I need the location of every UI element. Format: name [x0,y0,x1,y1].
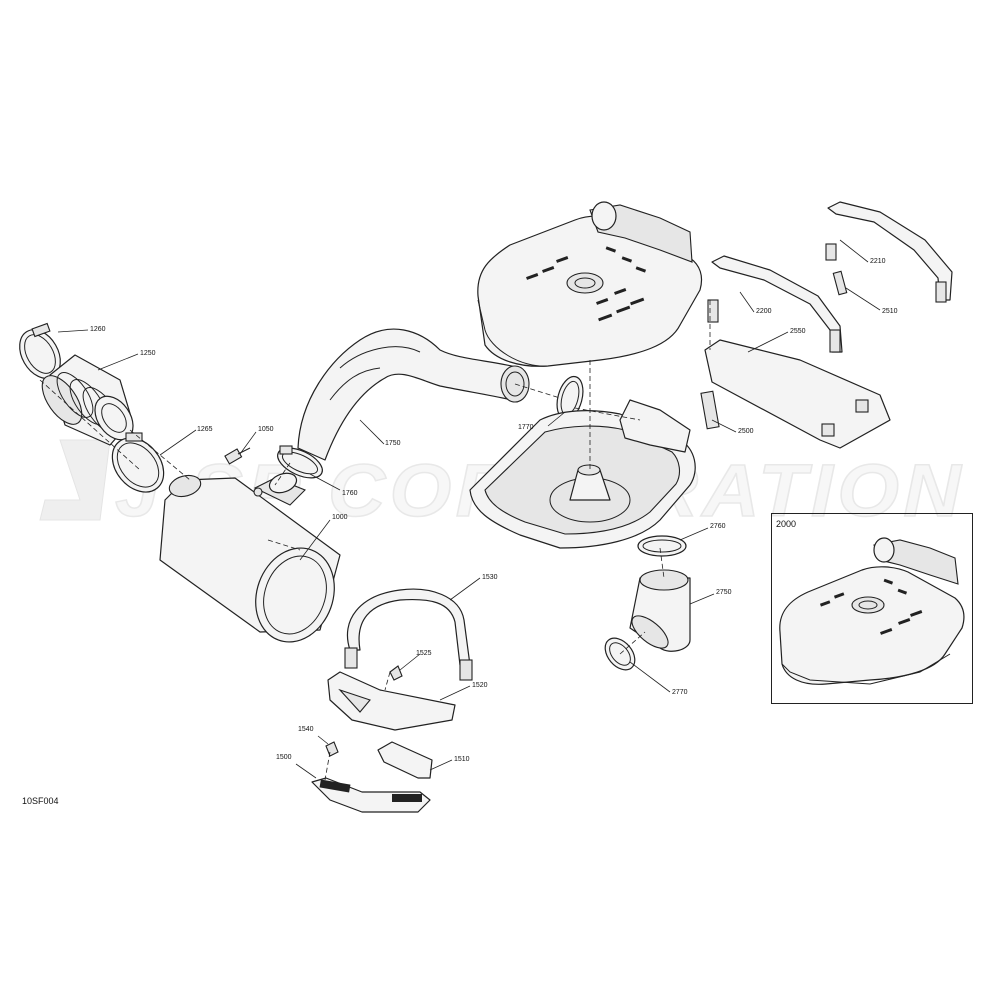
callout-2500: 2500 [738,428,754,435]
bracket-2510 [832,270,848,296]
callout-2750: 2750 [716,589,732,596]
inset-title: 2000 [776,519,797,529]
callout-1050: 1050 [258,426,274,433]
clamp-1760 [277,445,323,479]
heat-shield-2550 [704,339,891,449]
callout-1000: 1000 [332,514,348,521]
callout-1520: 1520 [472,682,488,689]
mount-plate-1520 [327,671,456,731]
callout-leaders [57,239,881,779]
callout-2210: 2210 [870,258,886,265]
callout-1530: 1530 [482,574,498,581]
callout-2510: 2510 [882,308,898,315]
bracket-2500 [700,390,720,430]
base-plate-1500 [311,777,431,813]
intake-boot-1250 [41,354,134,446]
inset-airbox-assembly [779,537,965,685]
callout-1760: 1760 [342,490,358,497]
inset-frame: 2000 [771,513,973,704]
strap-2200 [707,255,843,353]
callout-1265: 1265 [197,426,213,433]
airbox-base [469,399,696,549]
callout-1540: 1540 [298,726,314,733]
callout-1250: 1250 [140,350,156,357]
figure-id: 10SF004 [22,796,59,806]
callout-1510: 1510 [454,756,470,763]
canister-1000 [159,472,341,643]
callout-2760: 2760 [710,523,726,530]
callout-1500: 1500 [276,754,292,761]
strap-2210 [825,201,953,303]
callout-2770: 2770 [672,689,688,696]
callout-2550: 2550 [790,328,806,335]
callout-1260: 1260 [90,326,106,333]
screw-1540 [325,741,339,757]
callout-1750: 1750 [385,440,401,447]
callout-2200: 2200 [756,308,772,315]
callout-1525: 1525 [416,650,432,657]
assembly-dash-lines [39,300,711,781]
elbow-duct-2750 [629,569,691,652]
airbox-cover [477,201,703,367]
sensor-1050 [224,447,263,497]
callout-1770: 1770 [518,424,534,431]
clamp-2760 [637,535,687,557]
cover-slots [526,246,647,322]
bracket-1510 [377,741,433,779]
strap-1530 [344,588,473,681]
screw-1525 [389,665,403,681]
